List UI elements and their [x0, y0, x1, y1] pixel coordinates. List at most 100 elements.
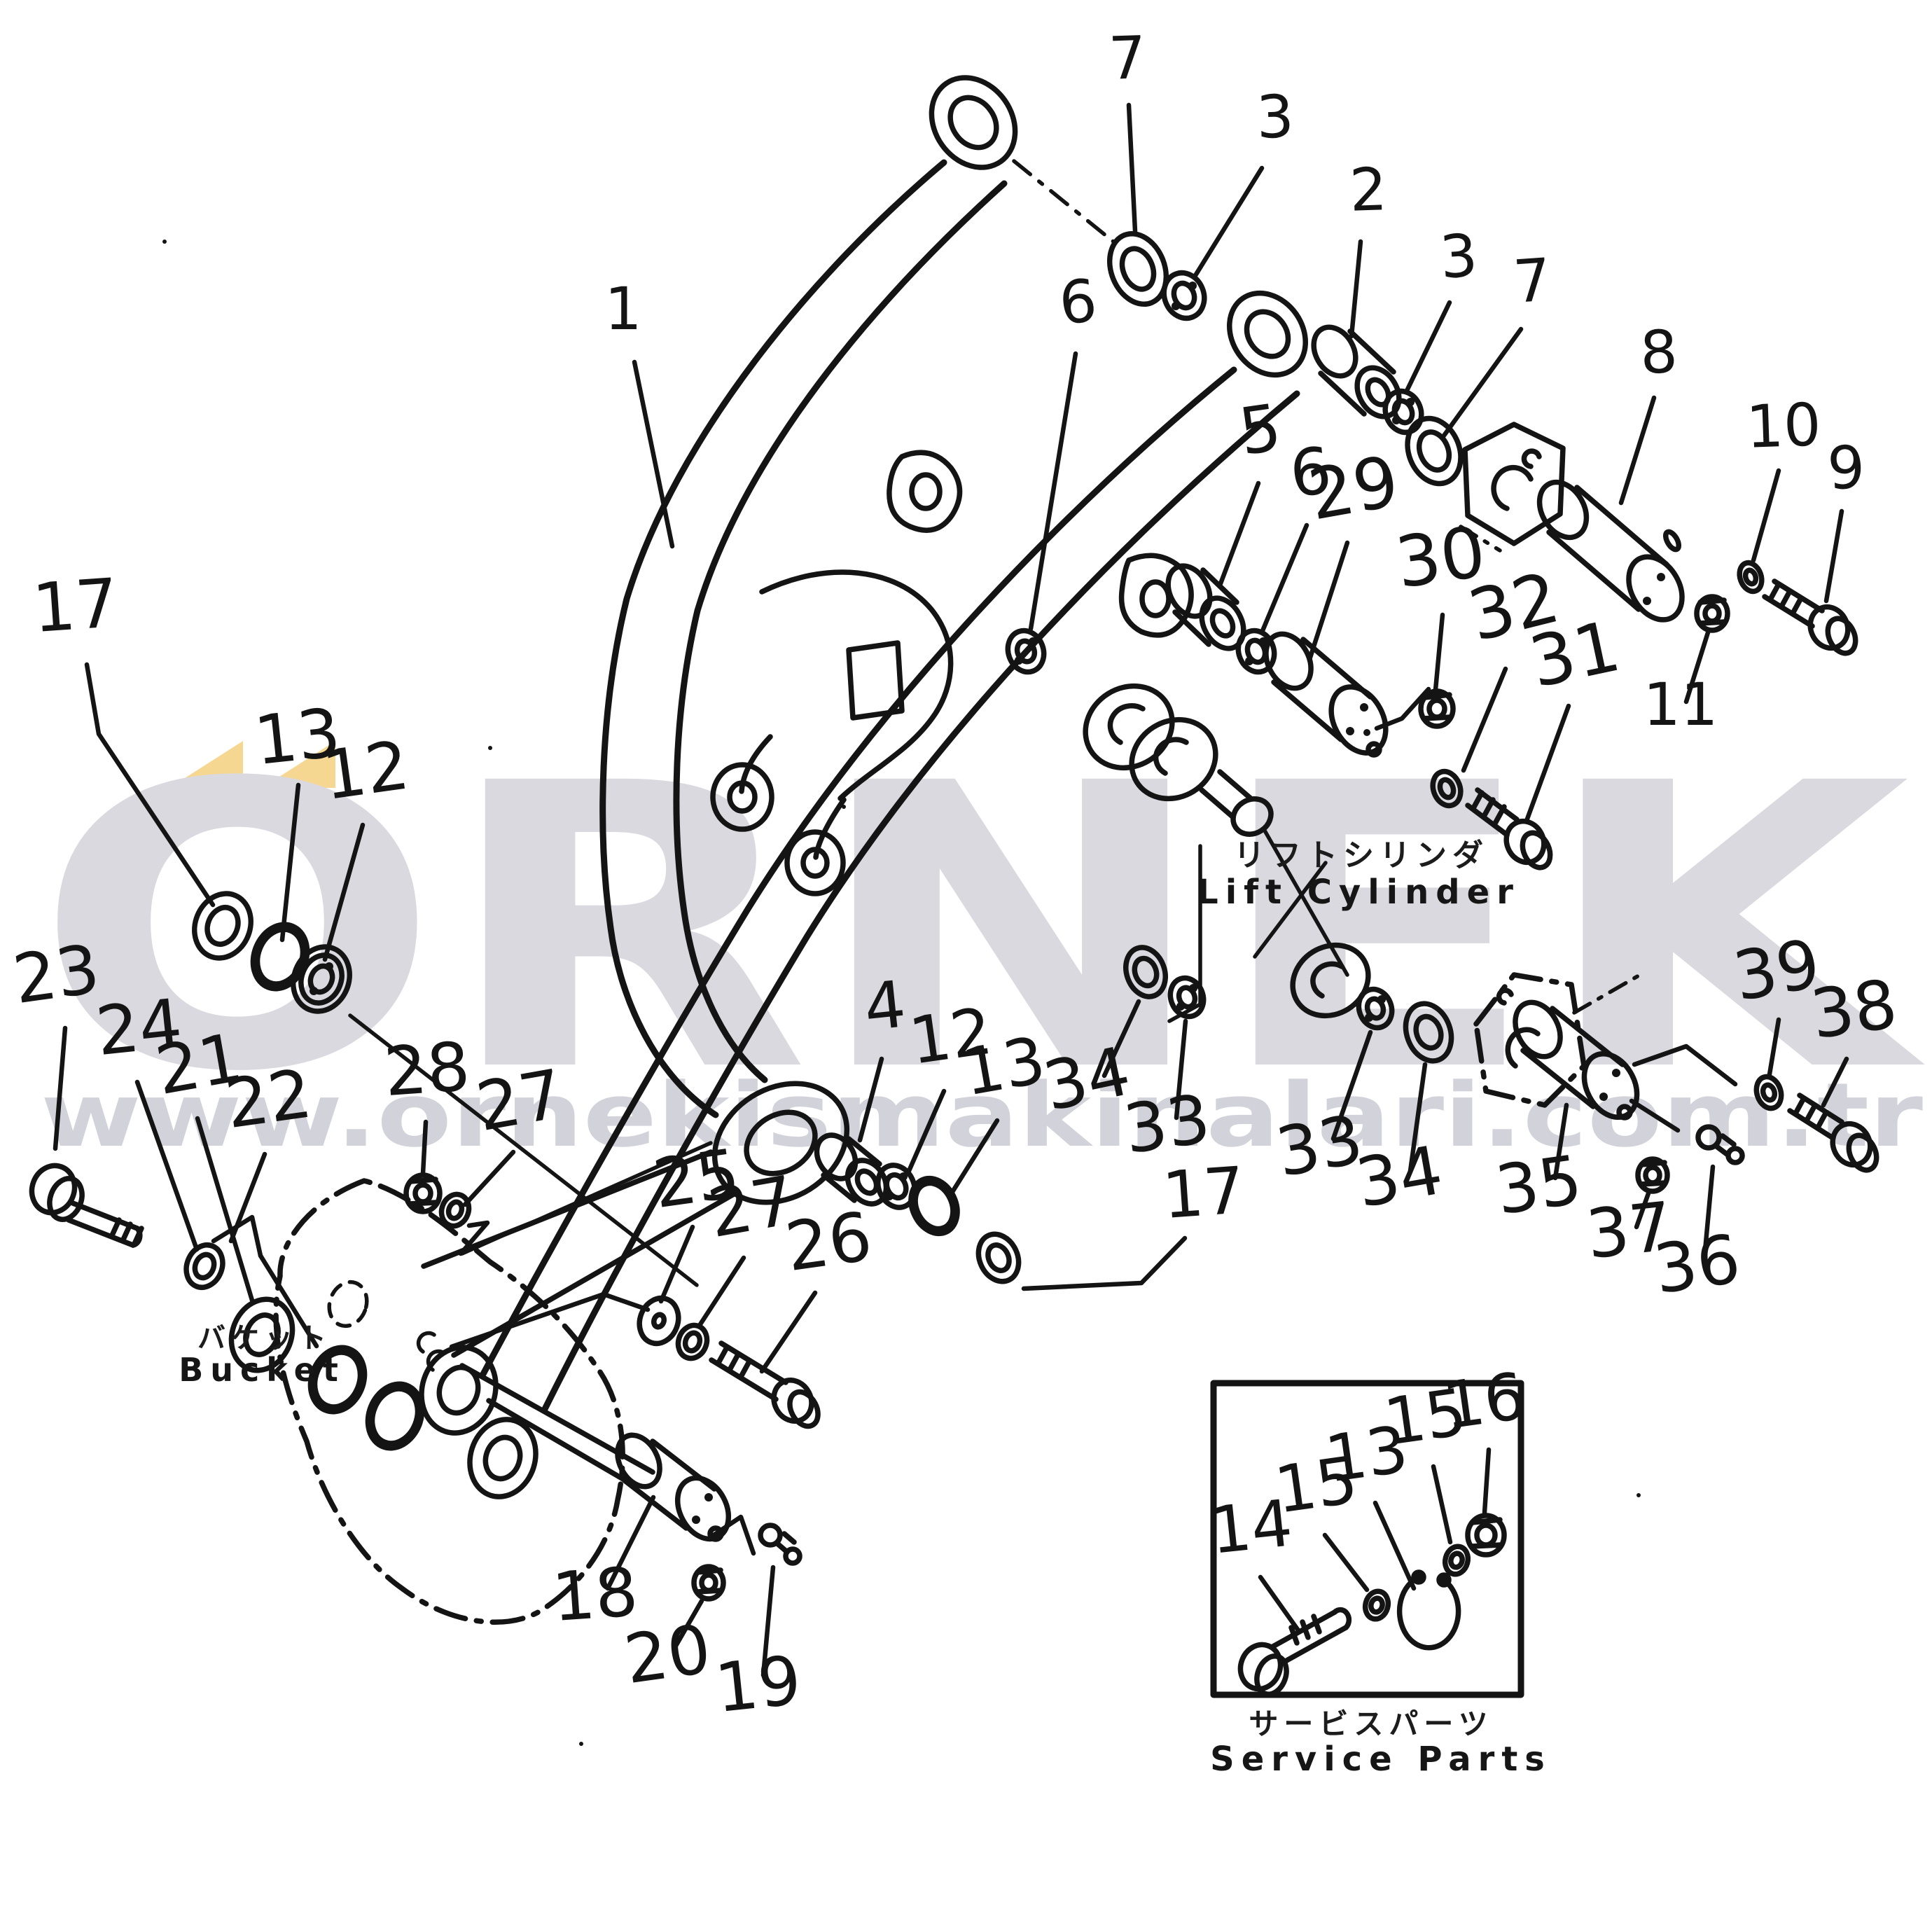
callout-leader-38 [1821, 1056, 1849, 1108]
part-snap-ring [1396, 1569, 1461, 1651]
callout-number-31: 31 [1522, 605, 1627, 704]
labels: リフトシリンダ Lift Cylinder バケット Bucket サービスパー… [179, 838, 1545, 1779]
callout-leader-34 [1101, 999, 1141, 1079]
callout-number-10: 10 [1745, 390, 1822, 462]
part-washer [1430, 768, 1464, 809]
lift-cylinder [1083, 683, 1454, 1064]
part-washer [1403, 1001, 1454, 1064]
part-washer [975, 1231, 1022, 1284]
callout-number-7: 7 [1108, 23, 1148, 93]
arm-bottom-eye-parts [814, 1132, 1022, 1284]
callout-number-6: 6 [1057, 266, 1100, 338]
link-bolt-parts [637, 1295, 821, 1429]
pivot-ear-boss [887, 450, 1194, 638]
callout-leader-32 [1461, 666, 1508, 773]
part-nut [1694, 594, 1730, 633]
callout-number-37: 37 [1583, 1187, 1676, 1274]
bucket-label-en: Bucket [179, 1351, 345, 1389]
part-washer [1405, 415, 1464, 487]
callout-number-15: 15 [1379, 1375, 1471, 1460]
callout-leader-1 [632, 359, 675, 549]
part-nut [403, 1172, 443, 1214]
callout-number-19: 19 [711, 1641, 805, 1728]
boom-pin-parts [1106, 230, 1858, 656]
watermark-triangle-icon [169, 741, 243, 788]
lift-cylinder-label-en: Lift Cylinder [1197, 873, 1520, 912]
callout-leader-18 [605, 1495, 656, 1591]
callout-number-6: 6 [1286, 433, 1335, 512]
part-bushing [1165, 563, 1246, 651]
link-pin-parts-left [29, 1141, 713, 1451]
arm-top-eye-rear [929, 75, 1018, 170]
callout-number-11: 11 [1643, 670, 1718, 739]
callout-leader-37 [1634, 1191, 1651, 1230]
callout-number-16: 16 [1438, 1359, 1530, 1444]
callout-number-14: 14 [1207, 1485, 1296, 1569]
callout-leader-31 [1524, 703, 1571, 824]
bucket-label-jp: バケット [197, 1322, 332, 1354]
callout-number-33: 33 [1270, 1100, 1368, 1193]
callout-leader-9 [1823, 508, 1844, 604]
callout-leader-34 [1408, 1062, 1428, 1174]
watermark-layer: ORNEK www.ornekismakinalari.com.tr [34, 701, 1928, 1167]
callout-leader-14 [1258, 1574, 1301, 1633]
crossmember-ear [784, 829, 846, 896]
callout-number-25: 25 [648, 1134, 744, 1223]
callout-leader-20 [672, 1598, 704, 1650]
part-bearing [291, 944, 352, 1014]
callout-number-12: 12 [318, 726, 414, 815]
callout-number-23: 23 [8, 929, 104, 1019]
part-collar [637, 1295, 681, 1347]
callout-leader-8 [1618, 395, 1657, 506]
part-washer [183, 1242, 225, 1290]
callout-leader-11 [1683, 627, 1711, 705]
callout-number-8: 8 [1639, 317, 1679, 387]
part-pin [1536, 479, 1685, 623]
part-grease-fitting [758, 1523, 802, 1566]
callout-number-26: 26 [781, 1197, 877, 1287]
callout-leader-13 [950, 1118, 1000, 1195]
callout-number-13: 13 [251, 693, 344, 780]
callout-leader-33 [1174, 1018, 1188, 1121]
callout-number-3: 3 [1256, 82, 1295, 152]
callout-number-9: 9 [1826, 433, 1867, 504]
callout-leader-6 [1259, 522, 1309, 635]
callout-leader-6 [1028, 351, 1078, 632]
part-pin [1513, 999, 1640, 1121]
callout-leader-23 [53, 1025, 68, 1151]
part-bearing [1161, 270, 1207, 321]
service-parts-label-jp: サービスパーツ [1249, 1707, 1493, 1741]
part-washer [1737, 560, 1765, 595]
callout-leader-12 [322, 822, 366, 962]
part-ring [365, 1381, 425, 1451]
callout-number-36: 36 [1649, 1219, 1745, 1309]
part-bolt [1787, 1093, 1879, 1173]
callout-number-27: 27 [471, 1055, 569, 1147]
part-washer [1362, 1588, 1391, 1622]
arm-top-eye-front [1227, 290, 1308, 378]
callout-leader-7 [1441, 326, 1524, 438]
callout-leader-10 [1751, 468, 1781, 563]
callout-number-2: 2 [1349, 155, 1389, 225]
callout-number-17: 17 [30, 564, 121, 648]
cylinder-pin-parts [1473, 972, 1879, 1194]
part-ring [307, 1345, 368, 1415]
callout-leader-17 [1021, 1235, 1188, 1291]
watermark-triangle-icon [262, 741, 335, 788]
callout-number-38: 38 [1806, 964, 1902, 1054]
callout-number-30: 30 [1391, 511, 1490, 604]
bucket-link [421, 1149, 737, 1484]
part-ring [908, 1175, 960, 1237]
callout-leader-27 [696, 1255, 746, 1329]
front-pivot-parts [192, 891, 699, 1287]
callout-number-13: 13 [1321, 1412, 1412, 1497]
bucket-pin-parts [615, 1432, 802, 1602]
callout-leader-7 [1126, 102, 1138, 234]
keeper-plate [1459, 422, 1566, 553]
part-bolt [709, 1340, 821, 1429]
part-pin [615, 1432, 732, 1542]
bucket-outline [273, 1178, 625, 1625]
crossmember-pin-parts [1005, 563, 1553, 871]
part-washer [1106, 230, 1169, 307]
